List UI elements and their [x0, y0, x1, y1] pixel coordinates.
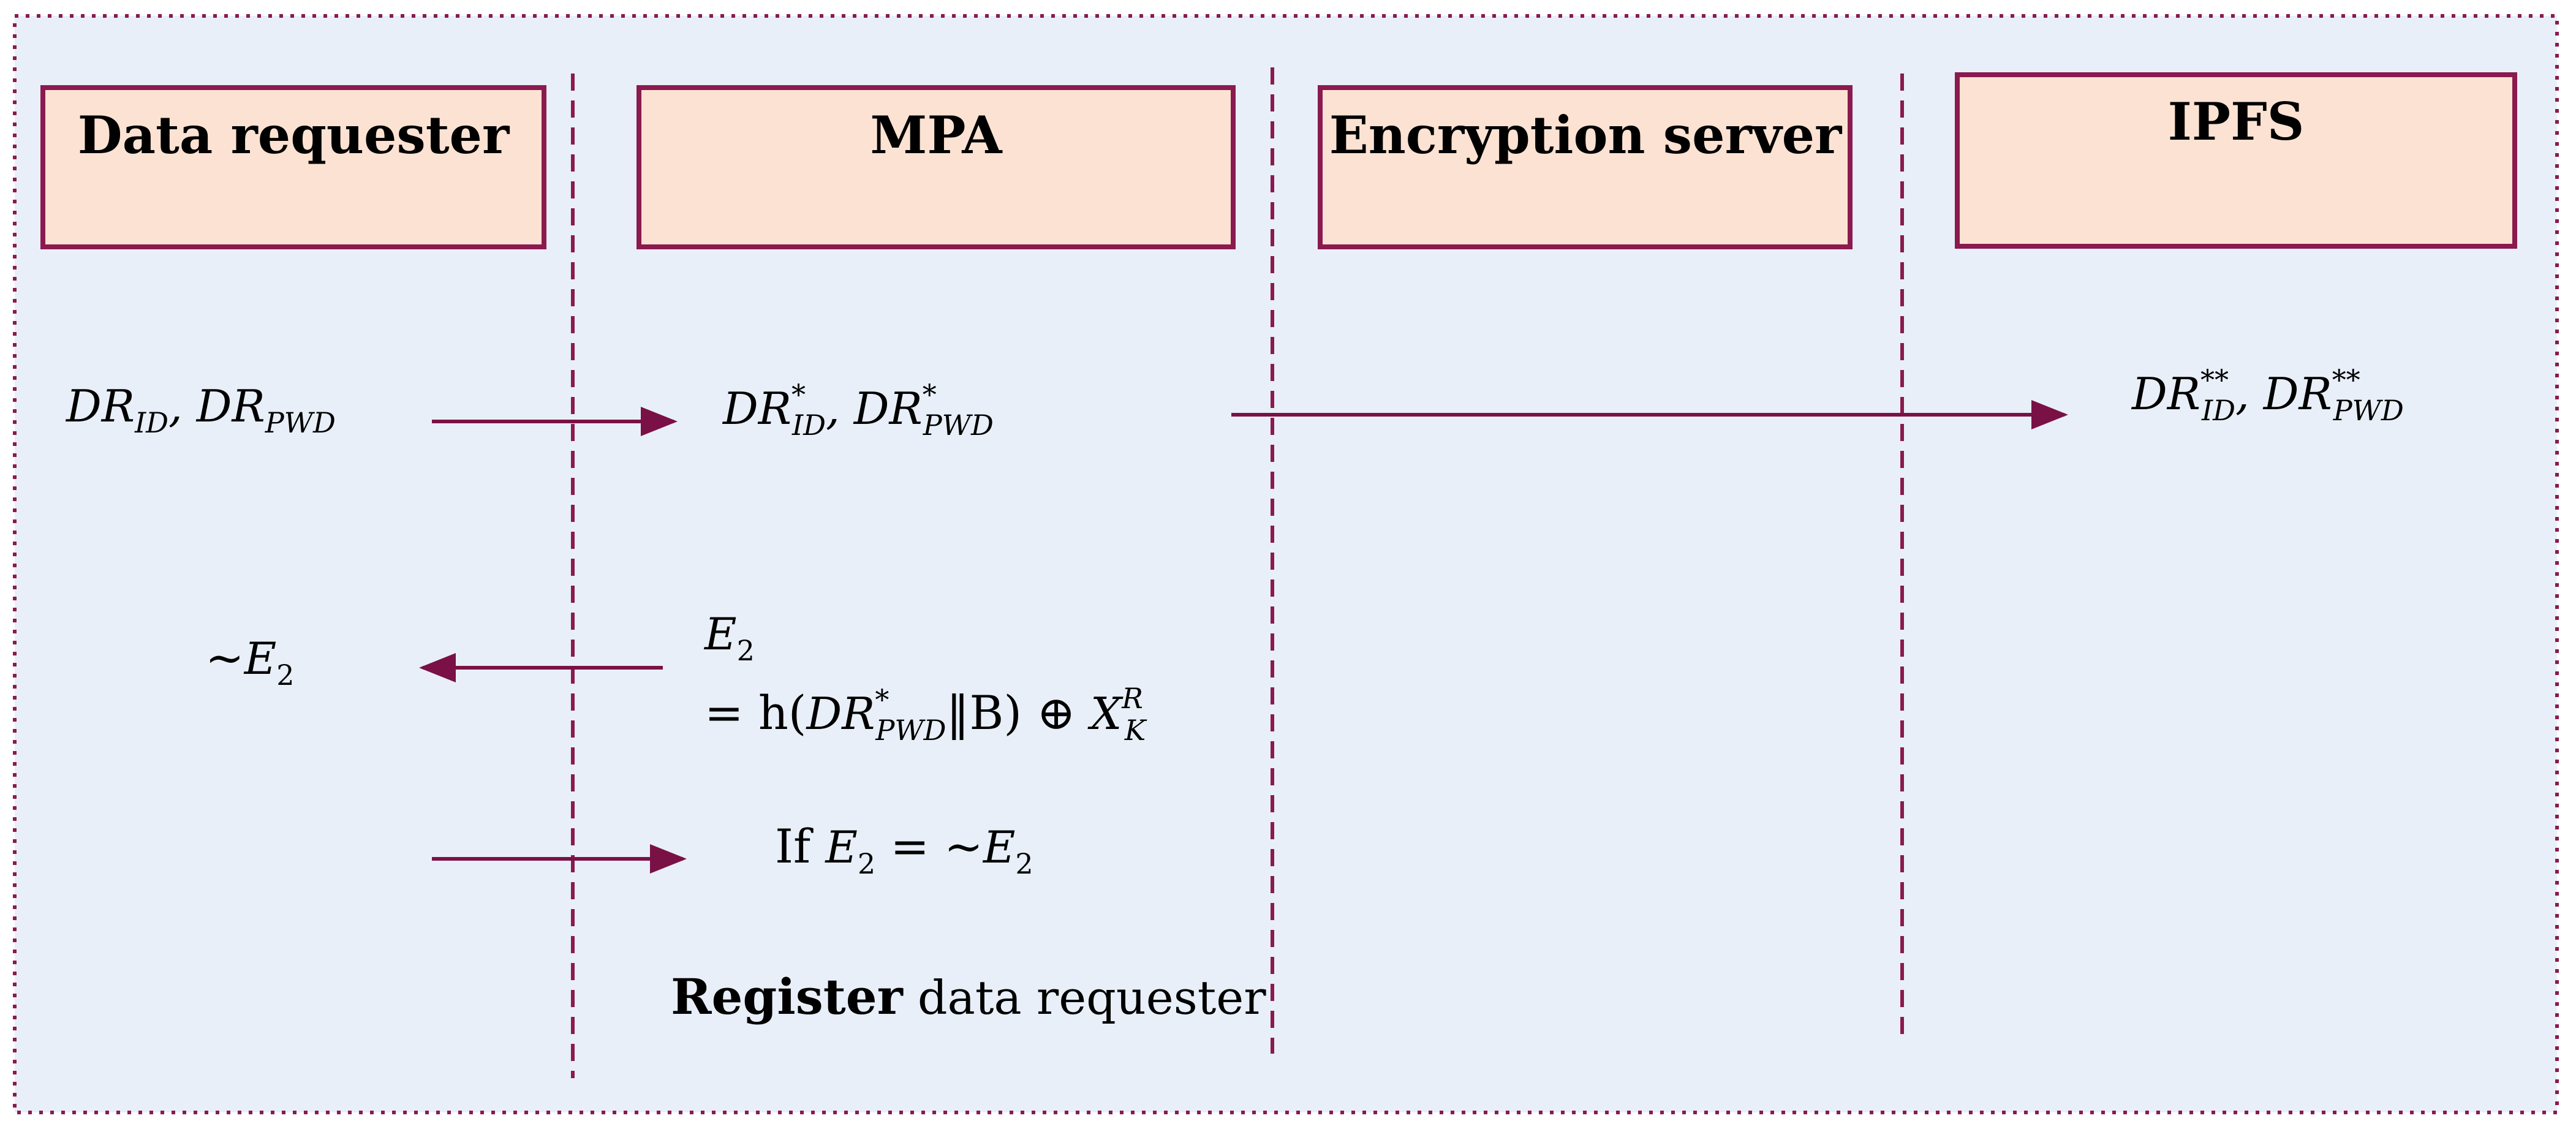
label-e2: E2	[703, 608, 755, 667]
participant-box	[1318, 85, 1853, 249]
participant-mpa: MPA	[636, 85, 1236, 249]
label-dr-credentials: DRID, DRPWD	[65, 380, 336, 439]
participant-label: MPA	[870, 105, 1003, 165]
participant-encryption-server: Encryption server	[1318, 85, 1853, 249]
label-register: Register data requester	[671, 968, 1266, 1025]
participant-box	[636, 85, 1236, 249]
participant-box	[40, 85, 546, 249]
participant-label: Data requester	[78, 105, 510, 165]
label-check: If E2 = ~E2	[775, 819, 1033, 880]
participant-data-requester: Data requester	[40, 85, 546, 249]
label-neg-e2: ~E2	[205, 630, 295, 692]
label-ipfs-credentials: DR**ID, DR**PWD	[2131, 363, 2404, 427]
participant-ipfs: IPFS	[1955, 72, 2517, 249]
label-mpa-credentials: DR*ID, DR*PWD	[722, 378, 994, 442]
participant-label: Encryption server	[1329, 105, 1843, 165]
participant-box	[1955, 72, 2517, 249]
participant-label: IPFS	[2168, 91, 2305, 152]
